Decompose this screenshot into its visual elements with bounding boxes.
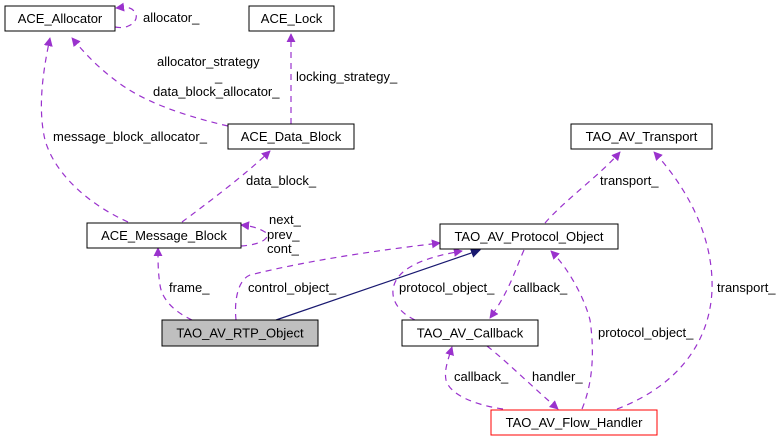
edge-message-block-allocator	[40, 37, 129, 223]
edge-label-transport-protocol: transport_	[600, 173, 659, 188]
edge-label-cont: cont_	[267, 241, 300, 256]
edge-inheritance	[275, 248, 481, 321]
edge-label-transport-flow: transport_	[717, 280, 776, 295]
node-tao-av-rtp-object[interactable]: TAO_AV_RTP_Object	[161, 319, 319, 347]
edge-label-allocator-strategy-line3: data_block_allocator_	[153, 84, 280, 99]
node-label: ACE_Message_Block	[101, 228, 227, 243]
node-ace-message-block[interactable]: ACE_Message_Block	[86, 222, 242, 249]
node-ace-allocator[interactable]: ACE_Allocator	[4, 5, 116, 32]
edge-label-control-object: control_object_	[248, 280, 337, 295]
edge-frame	[153, 247, 193, 321]
edge-label-handler: handler_	[532, 369, 583, 384]
edge-label-data-block: data_block_	[246, 173, 317, 188]
edge-message-block-self	[240, 221, 268, 247]
node-ace-lock[interactable]: ACE_Lock	[248, 5, 335, 32]
edge-label-next: next_	[269, 212, 302, 227]
edge-allocator-strategy	[71, 37, 229, 127]
node-label: ACE_Allocator	[18, 11, 103, 26]
edge-label-protocol-object-flow: protocol_object_	[598, 325, 694, 340]
node-tao-av-transport[interactable]: TAO_AV_Transport	[570, 123, 713, 150]
node-tao-av-flow-handler[interactable]: TAO_AV_Flow_Handler	[490, 409, 658, 436]
node-label: TAO_AV_Protocol_Object	[454, 229, 603, 244]
edge-label-message-block-allocator: message_block_allocator_	[53, 129, 208, 144]
edge-callback-flow	[444, 346, 504, 410]
edge-label-callback-protocol: callback_	[513, 280, 568, 295]
edge-label-locking-strategy: locking_strategy_	[296, 69, 398, 84]
node-label: ACE_Lock	[261, 11, 323, 26]
edge-label-allocator: allocator_	[143, 10, 200, 25]
edge-protocol-object-callback	[392, 247, 463, 321]
node-tao-av-callback[interactable]: TAO_AV_Callback	[401, 319, 539, 347]
node-label: TAO_AV_Transport	[586, 129, 698, 144]
edge-label-allocator-strategy-line1: allocator_strategy	[157, 54, 260, 69]
edge-label-callback-flow: callback_	[454, 369, 509, 384]
edge-control-object	[234, 239, 441, 321]
edge-label-prev: prev_	[267, 227, 300, 242]
edge-transport-flow	[616, 151, 713, 410]
node-label: ACE_Data_Block	[241, 129, 342, 144]
edge-label-allocator-strategy-line2: _	[214, 69, 223, 84]
edge-data-block	[181, 150, 271, 223]
node-tao-av-protocol-object[interactable]: TAO_AV_Protocol_Object	[439, 223, 619, 250]
edge-callback-protocol	[489, 249, 525, 319]
node-label: TAO_AV_RTP_Object	[176, 326, 304, 341]
edge-transport-protocol	[544, 151, 621, 224]
edge-protocol-object-flow	[550, 250, 593, 410]
edge-label-frame: frame_	[169, 280, 210, 295]
node-label: TAO_AV_Flow_Handler	[506, 415, 643, 430]
node-ace-data-block[interactable]: ACE_Data_Block	[227, 123, 355, 150]
edge-handler	[486, 345, 559, 410]
edge-label-protocol-object-callback: protocol_object_	[399, 280, 495, 295]
node-label: TAO_AV_Callback	[417, 326, 524, 341]
edge-allocator-self	[114, 2, 137, 29]
